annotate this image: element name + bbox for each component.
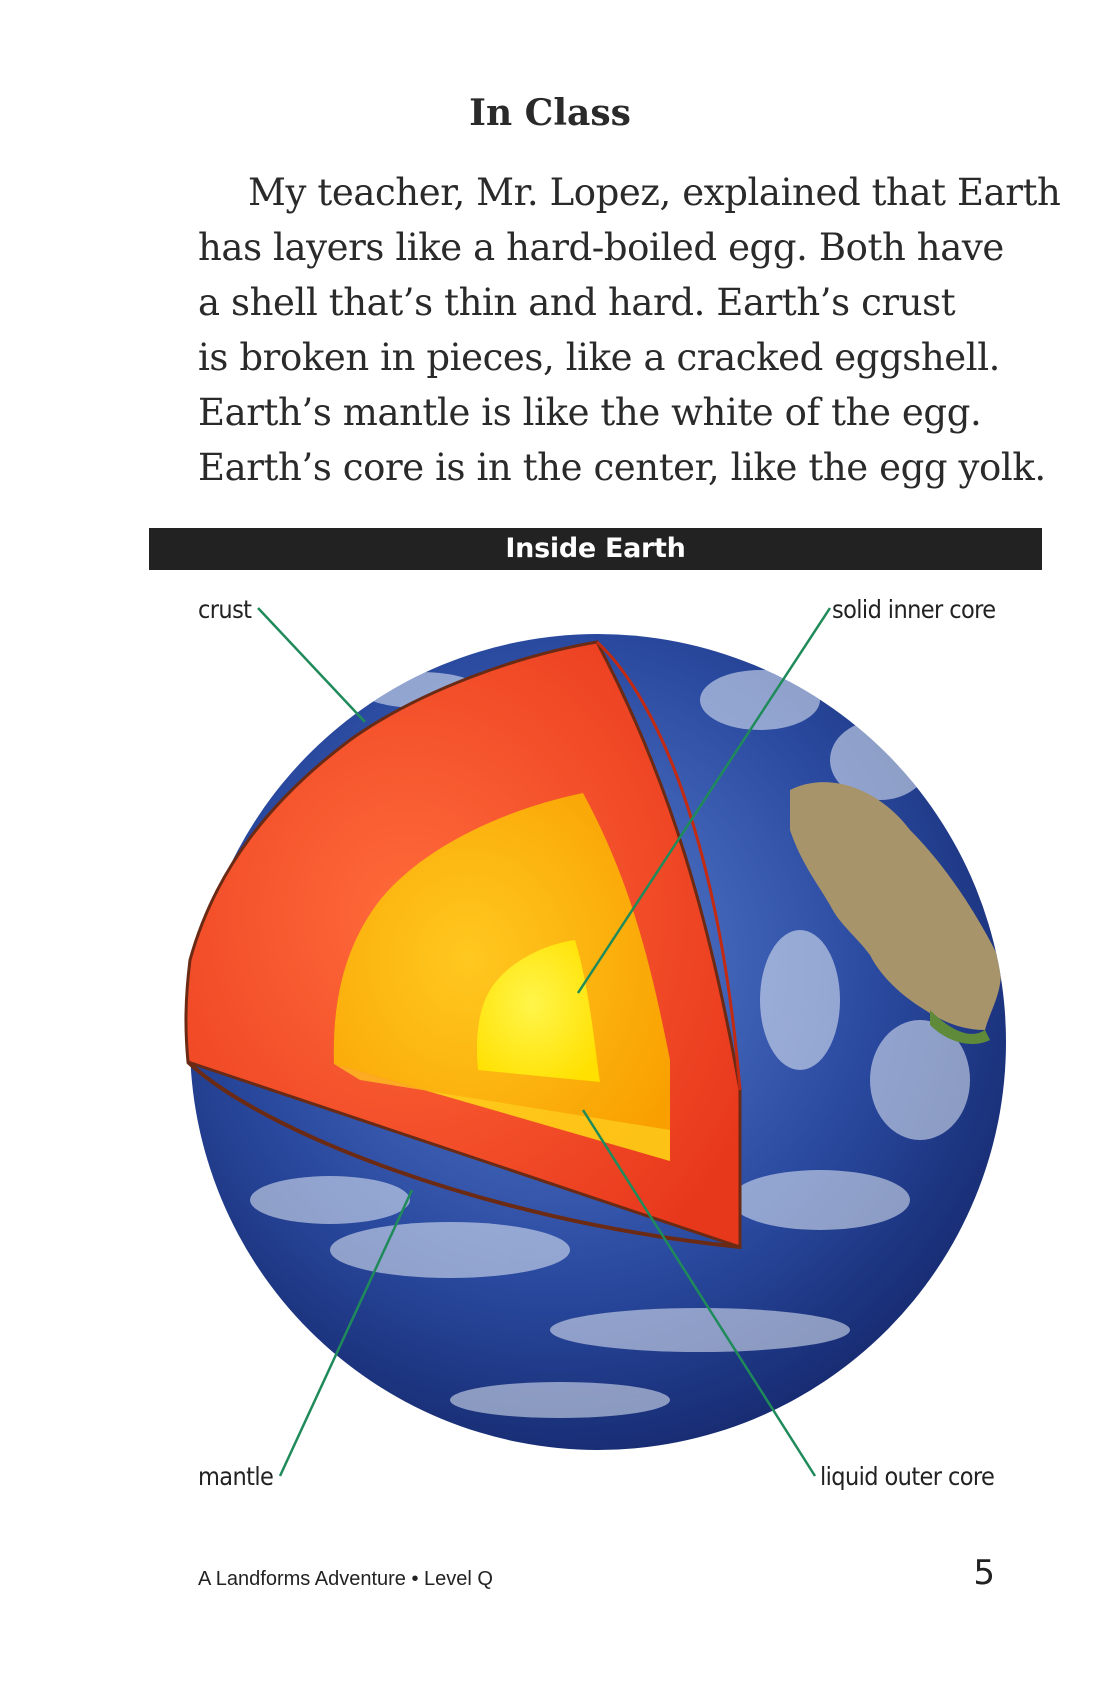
diagram-title-banner: Inside Earth — [149, 528, 1042, 570]
clouds — [250, 670, 970, 1418]
inner-core-label: solid inner core — [832, 595, 996, 624]
section-heading: In Class — [469, 92, 631, 134]
page-number: 5 — [973, 1553, 995, 1593]
inner-core-leader-line — [576, 607, 832, 994]
paragraph-line: is broken in pieces, like a cracked eggs… — [198, 336, 1001, 379]
body-paragraph: My teacher, Mr. Lopez, explained that Ea… — [198, 165, 1061, 495]
outer-core-leader-line — [581, 1109, 817, 1477]
outer-core-label: liquid outer core — [820, 1462, 995, 1491]
mantle-label: mantle — [198, 1462, 274, 1491]
cutaway — [184, 640, 742, 1250]
book-title-footer: A Landforms Adventure • Level Q — [198, 1568, 493, 1590]
paragraph-line: a shell that’s thin and hard. Earth’s cr… — [198, 281, 956, 324]
paragraph-line: My teacher, Mr. Lopez, explained that Ea… — [248, 171, 1061, 214]
inner-core-layer — [476, 940, 600, 1082]
leader-lines — [257, 607, 832, 1477]
paragraph-line: Earth’s mantle is like the white of the … — [198, 391, 982, 434]
paragraph-line: Earth’s core is in the center, like the … — [198, 446, 1046, 489]
crust-label: crust — [198, 595, 252, 624]
mantle-leader-line — [278, 1189, 414, 1477]
continent — [790, 782, 1002, 1030]
crust-leader-line — [257, 607, 366, 723]
continent-green — [930, 1010, 990, 1045]
paragraph-line: has layers like a hard-boiled egg. Both … — [198, 226, 1004, 269]
